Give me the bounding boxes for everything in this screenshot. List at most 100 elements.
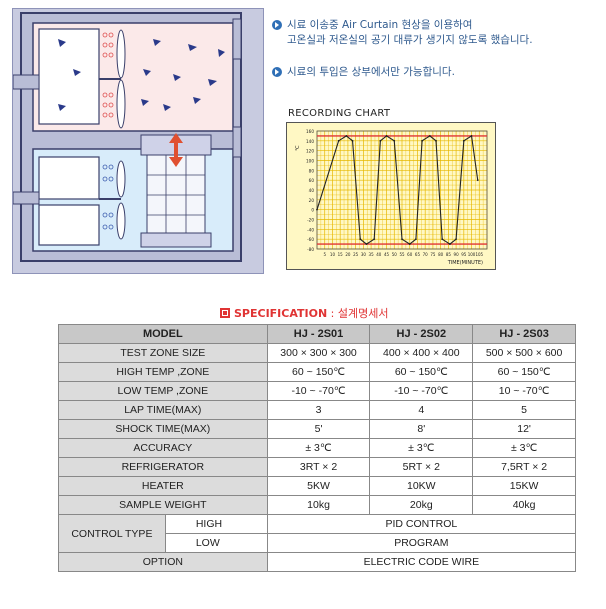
spec-heading: SPECIFICATION : 설계명세서 (220, 305, 388, 321)
note-item: 시료의 투입은 상부에서만 가능합니다. (272, 65, 602, 80)
data-point (351, 139, 354, 142)
cell-value: 5RT × 2 (369, 457, 474, 477)
x-tick-label: 60 (407, 252, 413, 257)
y-tick-label: -80 (307, 247, 314, 252)
x-tick-label: 10 (330, 252, 336, 257)
y-tick-label: 40 (309, 188, 315, 193)
spec-table: MODEL HJ - 2S01 HJ - 2S02 HJ - 2S03 TEST… (58, 324, 577, 572)
cell-value: 300 × 300 × 300 (266, 343, 371, 363)
cell-value: 400 × 400 × 400 (369, 343, 474, 363)
x-tick-label: 95 (461, 252, 467, 257)
data-point (476, 179, 479, 182)
cell-value: -10 ~ -70℃ (266, 381, 371, 401)
y-tick-label: 120 (306, 149, 314, 154)
plot-frame (316, 130, 488, 250)
cell-value: 10kg (266, 495, 371, 515)
data-point (316, 208, 318, 211)
x-tick-label: 80 (438, 252, 444, 257)
row-label: ACCURACY (58, 438, 268, 458)
x-tick-label: 85 (446, 252, 452, 257)
header-cell: MODEL (58, 324, 268, 344)
data-point (379, 139, 382, 142)
cell-value: 4 (369, 400, 474, 420)
note-line: 시료의 투입은 상부에서만 가능합니다. (287, 66, 455, 78)
header-cell: HJ - 2S01 (266, 324, 371, 344)
data-point (421, 139, 423, 142)
cell-value: 5KW (266, 476, 371, 496)
cell-value: 7,5RT × 2 (472, 457, 576, 477)
data-point (385, 135, 388, 137)
row-label: SHOCK TIME(MAX) (58, 419, 268, 439)
x-tick-label: 35 (369, 252, 375, 257)
row-label: CONTROL TYPE (58, 514, 166, 553)
row-label: HIGH TEMP ,ZONE (58, 362, 268, 382)
y-tick-label: -60 (307, 237, 314, 242)
data-point (337, 139, 340, 142)
feature-notes: 시료 이송중 Air Curtain 현상을 이용하여 고온실과 저온실의 공기… (272, 18, 602, 97)
x-tick-label: 100 (468, 252, 476, 257)
cell-value: 3RT × 2 (266, 457, 371, 477)
row-label: REFRIGERATOR (58, 457, 268, 477)
cell-value: 5' (266, 419, 371, 439)
x-tick-label: 40 (376, 252, 382, 257)
cell-value: 15KW (472, 476, 576, 496)
row-label: LAP TIME(MAX) (58, 400, 268, 420)
data-point (449, 243, 451, 245)
x-tick-label: 55 (399, 252, 405, 257)
cell-value: 10KW (369, 476, 474, 496)
data-point (345, 135, 348, 137)
y-tick-label: 80 (309, 168, 315, 173)
sub-label: LOW (164, 533, 268, 553)
cell-value: 60 ~ 150℃ (266, 362, 371, 382)
cell-value: 12' (472, 419, 576, 439)
circle-arrow-icon (272, 20, 282, 30)
y-tick-label: 160 (306, 129, 314, 134)
note-line: 시료 이송중 Air Curtain 현상을 이용하여 (287, 19, 473, 31)
y-tick-label: 20 (309, 198, 315, 203)
circle-arrow-icon (272, 67, 282, 77)
x-tick-label: 5 (323, 252, 326, 257)
cell-value: 60 ~ 150℃ (472, 362, 576, 382)
cell-value: 3 (266, 400, 371, 420)
spec-subtitle: : 설계명세서 (327, 305, 389, 321)
y-tick-label: 140 (306, 139, 314, 144)
cell-value: 40kg (472, 495, 576, 515)
note-line: 고온실과 저온실의 공기 대류가 생기지 않도록 했습니다. (287, 34, 533, 46)
cell-value: 10 ~ -70℃ (472, 381, 576, 401)
chart-title: RECORDING CHART (288, 108, 391, 119)
data-point (441, 238, 444, 241)
spec-subtitle-text: : 설계명세서 (330, 307, 389, 320)
chamber-diagram (12, 8, 264, 274)
data-point (435, 139, 437, 142)
note-item: 시료 이송중 Air Curtain 현상을 이용하여 고온실과 저온실의 공기… (272, 18, 602, 48)
header-cell: HJ - 2S02 (369, 324, 474, 344)
x-tick-label: 65 (415, 252, 421, 257)
cell-value: 60 ~ 150℃ (369, 362, 474, 382)
x-tick-label: 30 (361, 252, 367, 257)
row-label: TEST ZONE SIZE (58, 343, 268, 363)
cell-value: PROGRAM (266, 533, 577, 553)
series-line (316, 134, 479, 245)
data-point (373, 238, 376, 241)
x-tick-label: 25 (353, 252, 359, 257)
data-point (365, 243, 368, 245)
sub-label: HIGH (164, 514, 268, 534)
row-label: LOW TEMP ,ZONE (58, 381, 268, 401)
cell-value: ± 3℃ (472, 438, 576, 458)
header-cell: HJ - 2S03 (472, 324, 576, 344)
cell-value: ± 3℃ (369, 438, 474, 458)
table-row: SHOCK TIME(MAX)5'8'12' (58, 419, 576, 439)
chamber-cross-section-illustration (12, 12, 242, 262)
table-row: ACCURACY± 3℃± 3℃± 3℃ (58, 438, 576, 458)
cell-value: -10 ~ -70℃ (369, 381, 474, 401)
cell-value: ELECTRIC CODE WIRE (266, 552, 577, 572)
document-icon (220, 308, 230, 318)
